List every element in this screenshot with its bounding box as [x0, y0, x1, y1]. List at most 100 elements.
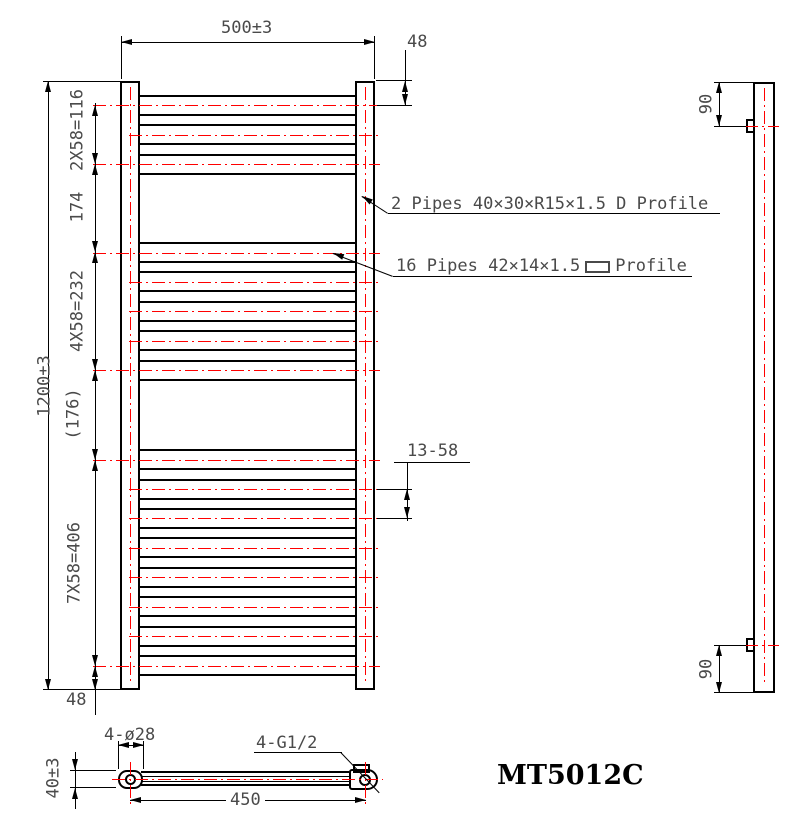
towel-pipe: [139, 478, 356, 500]
annotation-underline: [388, 213, 720, 214]
bottom-left-hole-centerline: [130, 762, 131, 806]
arrowhead: [92, 252, 98, 263]
dim-bottom-offset-label: 48: [66, 690, 87, 710]
dim-line-bracket-bottom: [719, 645, 720, 693]
arrowhead: [716, 82, 722, 93]
towel-pipe: [139, 449, 356, 471]
dim-centers-label: 450: [226, 792, 265, 809]
towel-pipe: [139, 94, 356, 116]
annotation-underline: [393, 276, 692, 277]
extension-line: [43, 81, 120, 82]
towel-pipe: [139, 271, 356, 293]
dim-bracket-bottom-label: 90: [696, 658, 717, 680]
pipe-centerline: [129, 134, 380, 136]
arrowhead: [45, 679, 51, 690]
arrowhead: [92, 370, 98, 381]
arrowhead: [364, 39, 375, 45]
pipe-centerline: [93, 665, 380, 667]
side-rail-centerline: [764, 88, 765, 685]
arrowhead: [92, 153, 98, 164]
arrowhead: [402, 81, 408, 92]
pipe-centerline: [93, 105, 404, 107]
extension-line: [714, 82, 753, 83]
pipe-centerline: [129, 606, 380, 608]
dim-holes-label: 4-ø28: [104, 725, 156, 745]
arrowhead: [72, 788, 78, 799]
arrowhead: [130, 797, 141, 803]
extension-line: [70, 787, 116, 788]
horizontal-pipes-note: 16 Pipes 42×14×1.5 Profile: [396, 258, 687, 275]
pipe-centerline: [129, 489, 404, 491]
arrowhead: [92, 449, 98, 460]
extension-line: [43, 689, 120, 690]
bottom-right-hole-centerline: [365, 762, 366, 806]
arrowhead: [92, 666, 98, 677]
arrowhead: [716, 682, 722, 693]
arrowhead: [404, 489, 410, 500]
dim-height-label: 1200±3: [34, 355, 55, 417]
arrowhead: [92, 241, 98, 252]
arrowhead: [72, 759, 78, 770]
chain-dim-label: 174: [67, 191, 88, 223]
towel-pipe: [139, 330, 356, 352]
chain-dim-label: 2X58=116: [67, 89, 88, 171]
horizontal-pipes-note-suffix: Profile: [615, 256, 687, 276]
extension-line: [70, 770, 116, 771]
pipe-centerline: [93, 459, 380, 461]
arrowhead: [92, 655, 98, 666]
extension-line: [374, 36, 375, 79]
dim-depth-label: 40±3: [43, 757, 64, 799]
flat-profile-icon: [585, 260, 611, 273]
towel-pipe: [139, 124, 356, 146]
bracket-centerline: [745, 645, 779, 646]
pipe-centerline: [129, 281, 380, 283]
left-rail-centerline: [130, 87, 131, 685]
bottom-right-fitting-step: [353, 764, 370, 773]
bracket-centerline: [745, 126, 779, 127]
extension-line: [143, 741, 144, 769]
dim-line-depth: [75, 752, 76, 809]
pipe-centerline: [129, 636, 380, 638]
extension-line: [377, 518, 412, 519]
arrowhead: [121, 39, 132, 45]
bottom-bar-top-edge: [141, 771, 349, 773]
arrowhead: [92, 679, 98, 690]
front-right-rail: [355, 81, 375, 690]
side-view-rail: [753, 82, 775, 693]
chain-dim-label: 4X58=232: [67, 270, 88, 352]
dim-bracket-top-label: 90: [696, 93, 717, 115]
extension-line: [377, 489, 412, 490]
towel-pipe: [139, 300, 356, 322]
extension-line: [377, 105, 412, 106]
pipe-centerline: [129, 547, 380, 549]
towel-pipe: [139, 242, 356, 264]
arrowhead: [716, 645, 722, 656]
extension-line: [121, 36, 122, 79]
arrowhead: [716, 115, 722, 126]
extension-line: [714, 645, 746, 646]
pipe-centerline: [129, 577, 380, 579]
dim-width-label: 500±3: [221, 18, 273, 38]
arrowhead: [402, 94, 408, 105]
bottom-bar-inner-line: [141, 781, 349, 782]
bottom-bar-bottom-edge: [141, 784, 349, 786]
extension-line: [714, 126, 746, 127]
vertical-pipes-note: 2 Pipes 40×30×R15×1.5 D Profile: [391, 194, 709, 214]
bottom-bar-centerline: [112, 779, 383, 780]
towel-pipe: [139, 625, 356, 647]
towel-pipe: [139, 359, 356, 381]
dim-line-pitch: [407, 462, 408, 521]
front-left-rail: [120, 81, 140, 690]
pipe-centerline: [93, 370, 380, 372]
arrowhead: [404, 507, 410, 518]
arrowhead: [45, 81, 51, 92]
arrowhead: [92, 105, 98, 116]
extension-line: [118, 741, 119, 769]
pipe-centerline: [129, 340, 380, 342]
pipe-centerline: [93, 252, 380, 254]
towel-pipe: [139, 596, 356, 618]
towel-pipe: [139, 507, 356, 529]
pipe-centerline: [93, 164, 380, 166]
towel-pipe: [139, 153, 356, 175]
towel-pipe: [139, 537, 356, 559]
